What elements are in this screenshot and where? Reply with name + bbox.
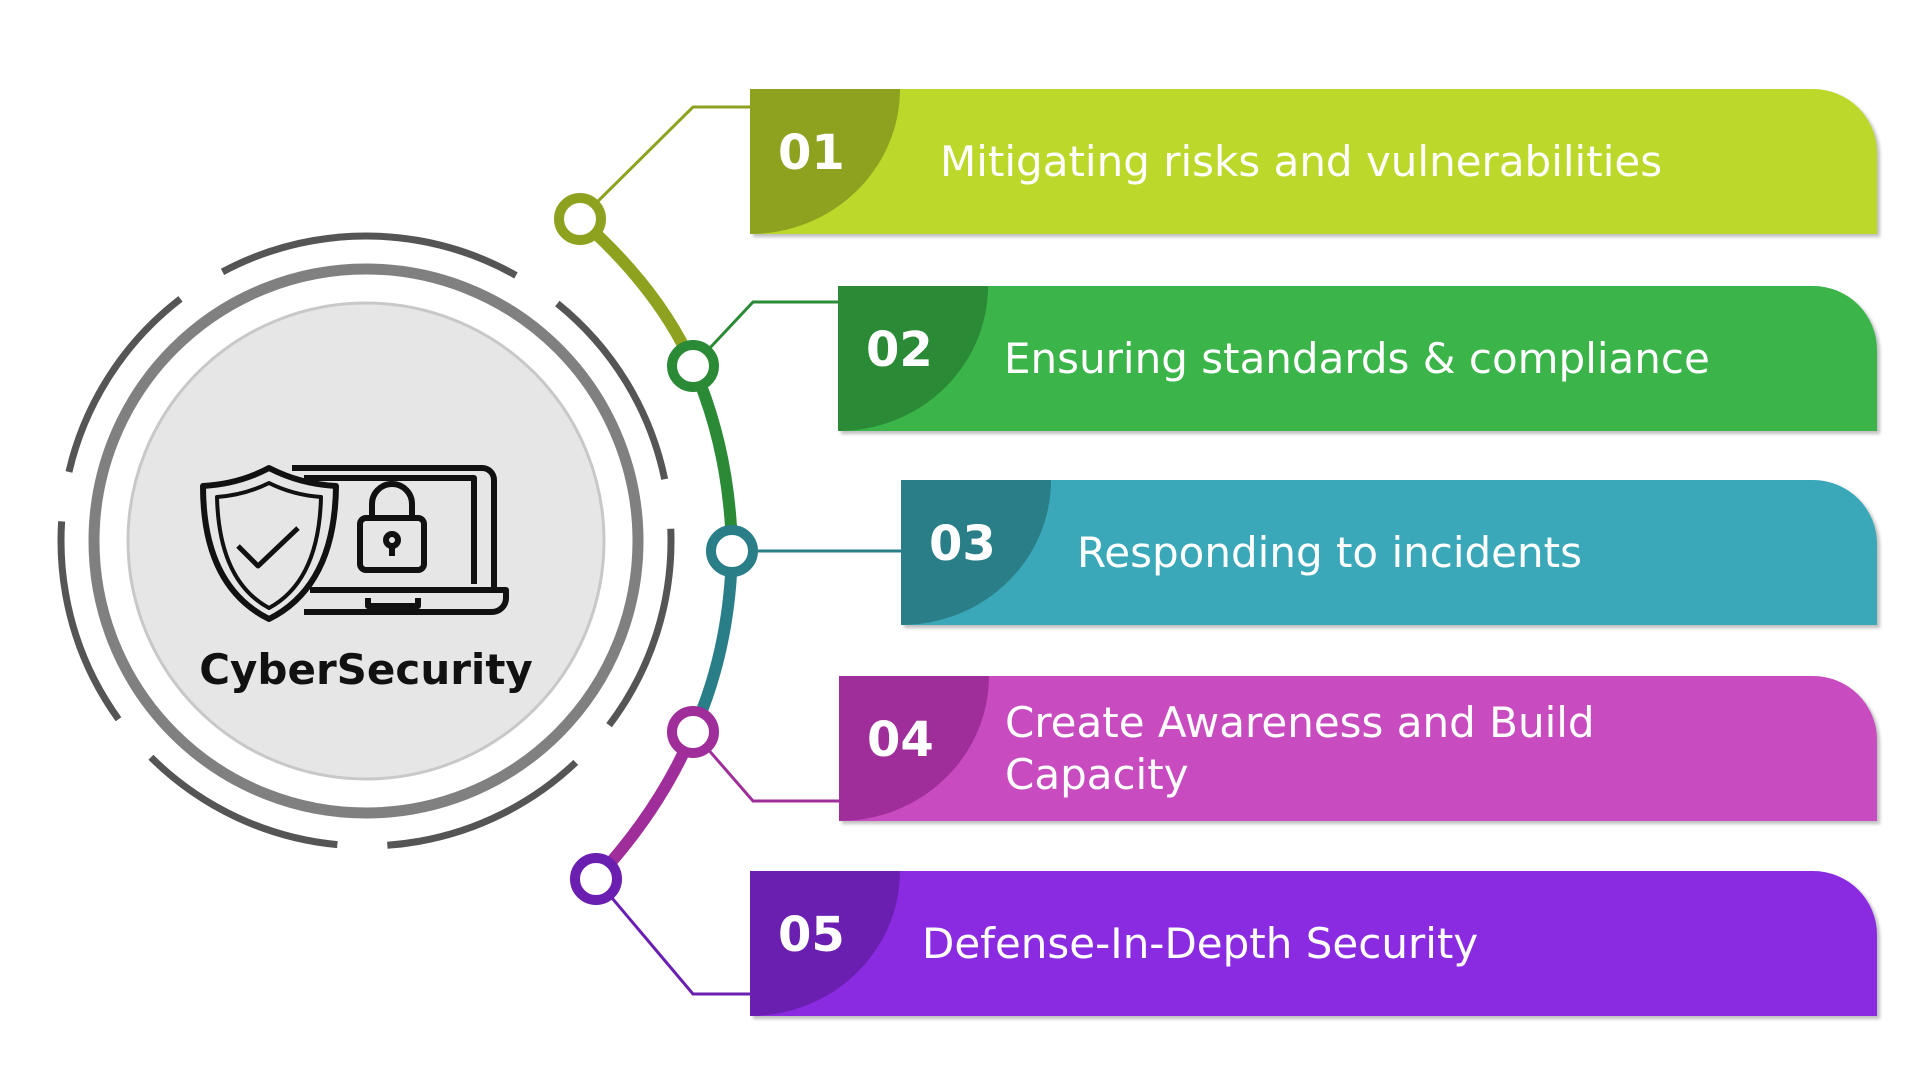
- item-label: Create Awareness and Build Capacity: [1005, 697, 1595, 799]
- item-label: Mitigating risks and vulnerabilities: [940, 136, 1663, 186]
- connectors: [578, 105, 901, 996]
- shield-laptop-lock-icon: [200, 465, 509, 622]
- item-01: 01 Mitigating risks and vulnerabilities: [750, 89, 1877, 234]
- node-04: [667, 706, 719, 758]
- item-05: 05 Defense-In-Depth Security: [750, 871, 1877, 1016]
- node-05: [570, 853, 622, 905]
- item-number: 04: [867, 712, 934, 768]
- node-03: [706, 525, 758, 577]
- node-01: [554, 193, 606, 245]
- item-number: 05: [778, 907, 845, 963]
- item-number: 01: [778, 125, 845, 181]
- item-02: 02 Ensuring standards & compliance: [838, 286, 1877, 431]
- item-number: 03: [929, 516, 996, 572]
- item-label: Defense-In-Depth Security: [922, 918, 1479, 968]
- item-number: 02: [866, 322, 933, 378]
- timeline-nodes: [554, 193, 758, 905]
- center-circle: [57, 232, 675, 850]
- item-label: Ensuring standards & compliance: [1004, 333, 1710, 383]
- item-04: 04 Create Awareness and Build Capacity: [839, 676, 1877, 821]
- item-label: Responding to incidents: [1077, 527, 1582, 577]
- item-03: 03 Responding to incidents: [901, 480, 1877, 625]
- center-title: CyberSecurity: [199, 645, 533, 694]
- node-02: [667, 340, 719, 392]
